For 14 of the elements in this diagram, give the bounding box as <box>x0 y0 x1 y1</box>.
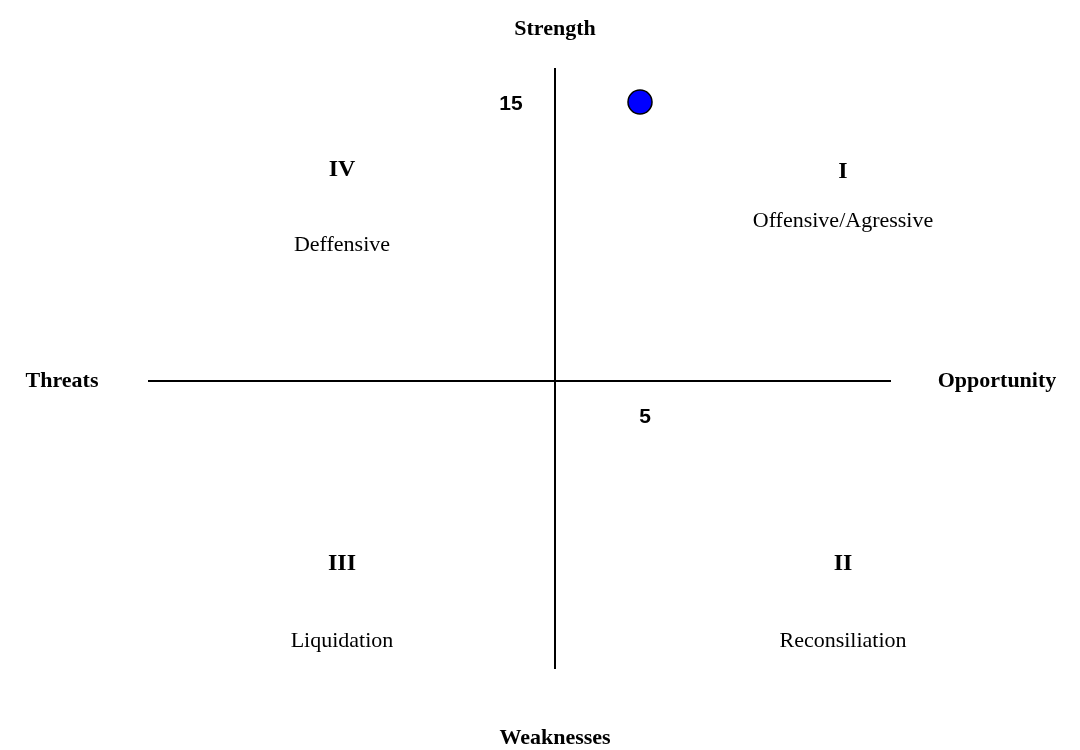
quadrant-label: Liquidation <box>290 629 394 651</box>
quadrant-label: Offensive/Agressive <box>752 209 934 231</box>
quadrant-number: I <box>838 158 848 182</box>
quadrant-number: IV <box>328 156 356 180</box>
quadrant-label: Deffensive <box>293 233 391 255</box>
axis-title: Opportunity <box>937 369 1057 391</box>
axis-value: 15 <box>499 91 523 113</box>
quadrant-number: II <box>833 550 853 574</box>
axis-title: Threats <box>25 369 99 391</box>
axis-title: Strength <box>514 17 596 39</box>
axis-value: 5 <box>639 404 651 426</box>
quadrant-number: III <box>328 550 356 574</box>
axis-title: Weaknesses <box>499 726 611 748</box>
quadrant-label: Reconsiliation <box>779 629 907 651</box>
